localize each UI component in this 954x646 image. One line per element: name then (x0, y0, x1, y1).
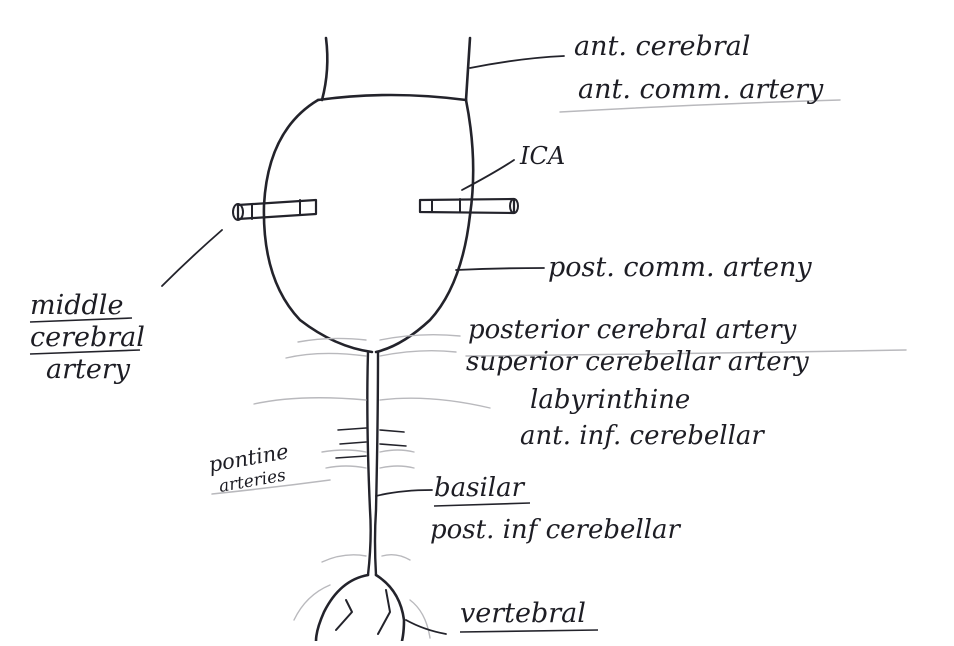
vertebral-arteries (294, 575, 430, 641)
label-posterior-cerebral-artery: posterior cerebral artery (468, 315, 797, 345)
circle-left-side (264, 100, 372, 352)
label-post-comm-artery: post. comm. arteny (548, 252, 812, 283)
label-ant-inf-cerebellar: ant. inf. cerebellar (520, 421, 765, 451)
ant-cerebral-artery-right (466, 38, 470, 100)
label-post-inf-cerebellar: post. inf cerebellar (430, 515, 681, 545)
label-labyrinthine: labyrinthine (530, 385, 690, 415)
label-middle-cerebral-3: artery (46, 354, 131, 385)
label-ica: ICA (519, 142, 565, 170)
label-ant-cerebral: ant. cerebral (574, 31, 750, 62)
leader-lines (162, 56, 564, 634)
ica-left-stub (233, 200, 316, 220)
label-basilar: basilar (434, 473, 526, 503)
label-superior-cerebellar-artery: superior cerebellar artery (466, 347, 809, 377)
ant-cerebral-artery-left (322, 38, 327, 100)
label-vertebral: vertebral (460, 598, 586, 629)
label-ant-comm-artery: ant. comm. artery (578, 74, 824, 105)
ant-comm-artery (318, 95, 466, 100)
circle-right-side (376, 100, 473, 352)
label-middle-cerebral-2: cerebral (30, 322, 145, 353)
label-middle-cerebral-1: middle (30, 290, 123, 321)
basilar-artery (367, 352, 370, 575)
pontine-artery-marks (336, 428, 406, 458)
ica-right-stub (420, 199, 518, 213)
